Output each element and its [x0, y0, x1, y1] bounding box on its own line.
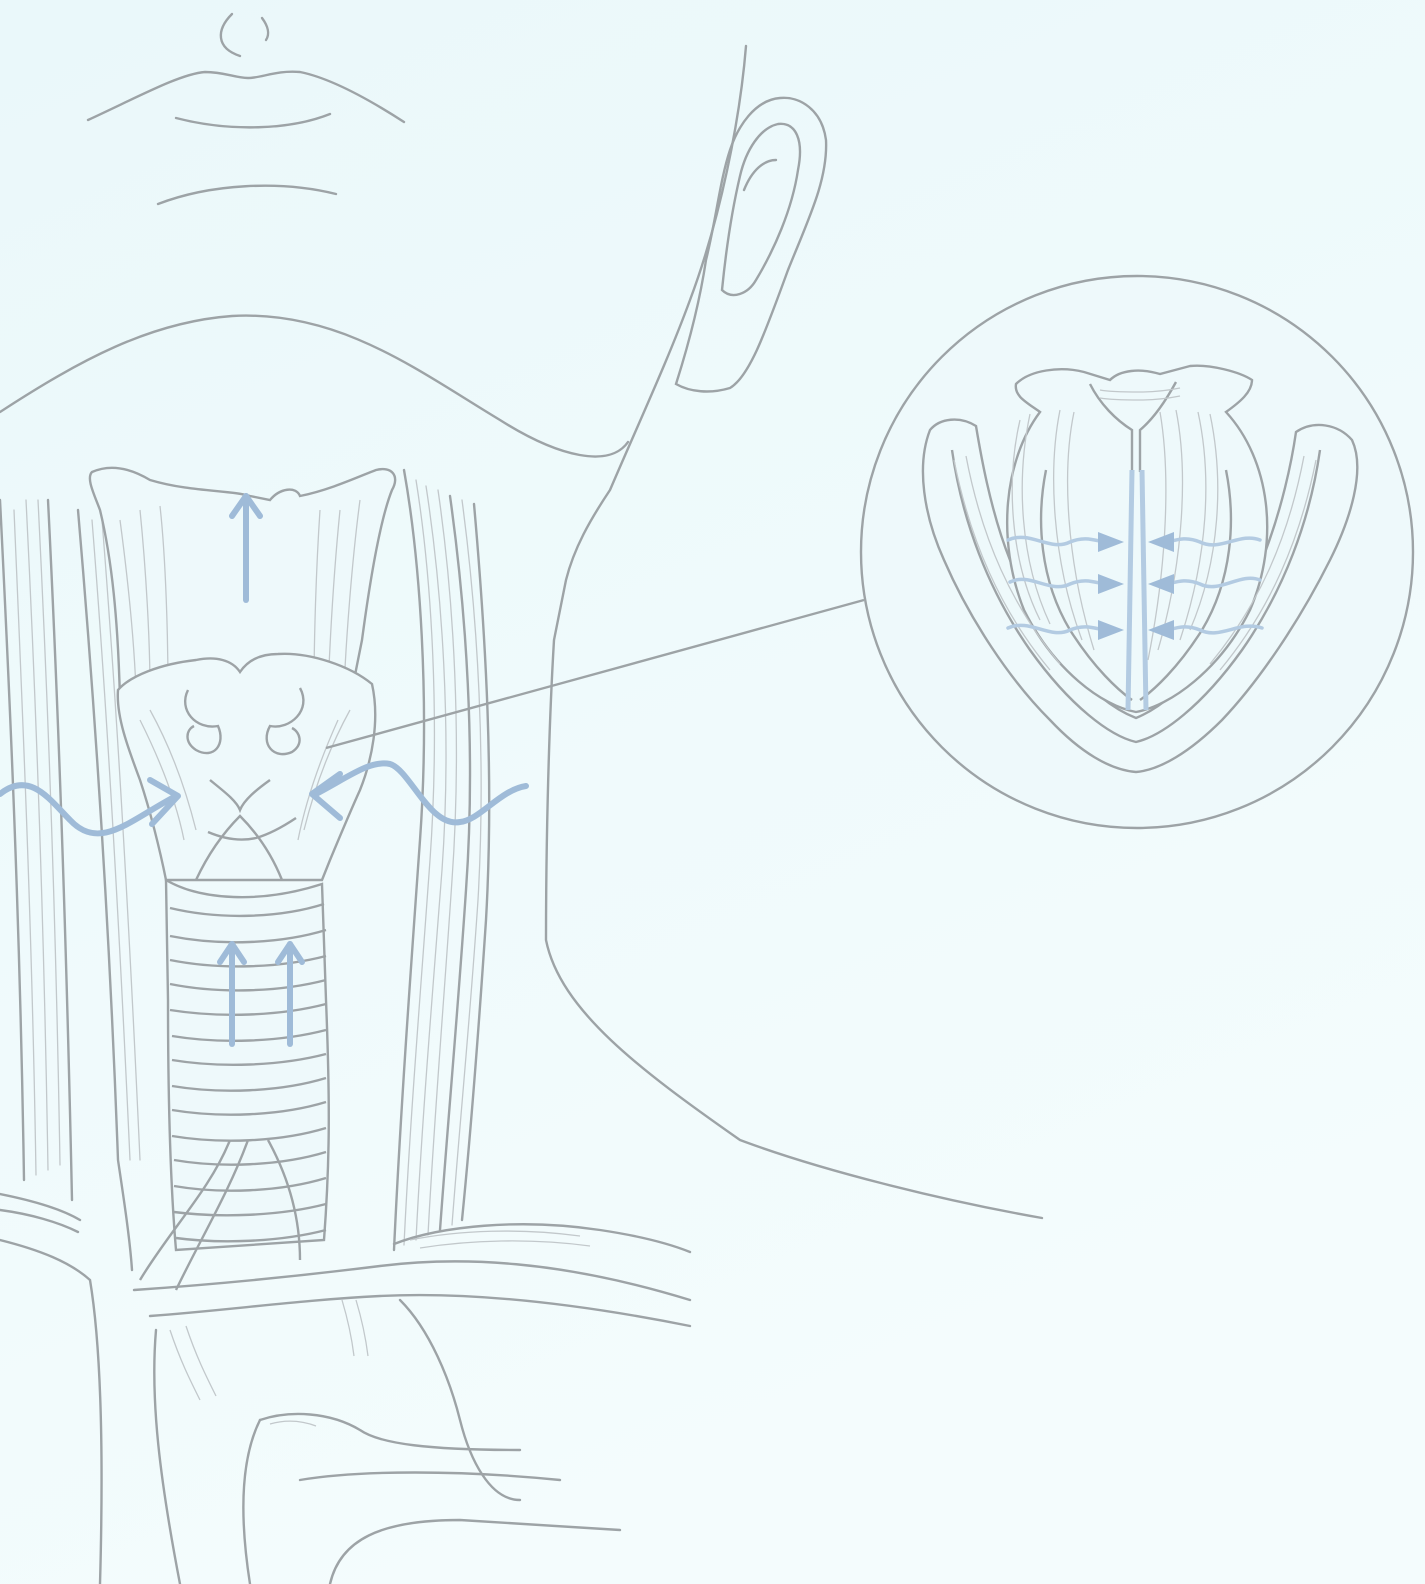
zoom-inset — [861, 276, 1413, 828]
